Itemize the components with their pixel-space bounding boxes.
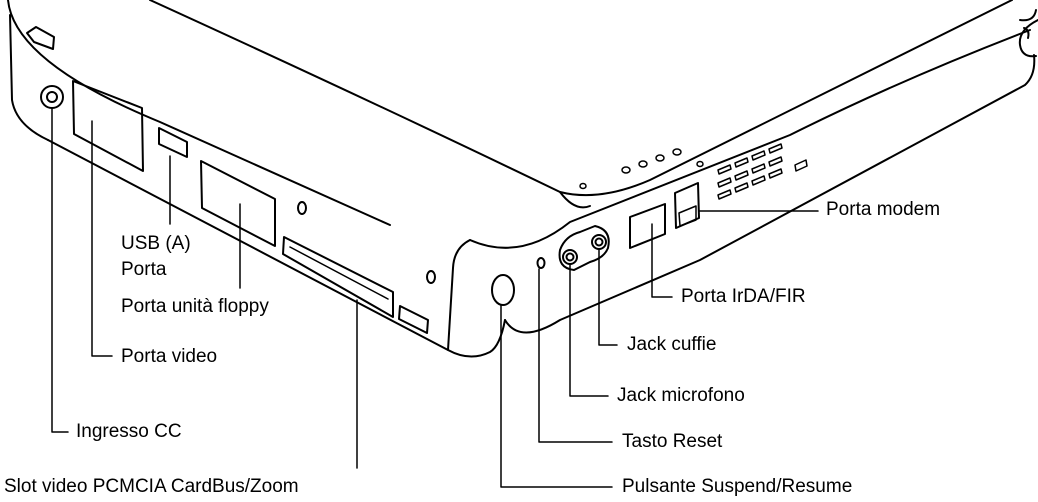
label-irda-port: Porta IrDA/FIR	[681, 286, 806, 307]
floppy-port	[200, 160, 276, 247]
label-usb-line1: USB (A)	[121, 233, 191, 254]
label-video-port: Porta video	[121, 346, 218, 367]
label-usb-line2: Porta	[121, 259, 167, 280]
headphone-jack	[591, 234, 607, 250]
headphone-jack-inner	[594, 237, 604, 247]
callout-lines	[51, 107, 819, 488]
vent-grille	[717, 143, 808, 200]
suspend-button	[491, 274, 515, 306]
mic-jack-inner	[565, 252, 575, 262]
pcmcia-slot	[282, 236, 394, 318]
label-pcmcia-slot: Slot video PCMCIA CardBus/Zoom	[4, 476, 299, 497]
reset-hole	[536, 257, 546, 269]
screw-hole-2	[426, 270, 436, 284]
label-suspend-button: Pulsante Suspend/Resume	[622, 476, 853, 497]
modem-port	[674, 182, 700, 229]
dc-in-jack-pin	[46, 91, 58, 103]
screw-hole-1	[297, 201, 307, 215]
security-slot	[26, 26, 55, 50]
audio-jack-housing	[558, 225, 610, 271]
irda-window	[629, 203, 666, 249]
dc-in-jack	[40, 85, 64, 109]
usb-port	[158, 127, 188, 158]
status-leds	[579, 148, 704, 190]
label-modem-port: Porta modem	[826, 199, 941, 220]
label-mic-jack: Jack microfono	[617, 385, 745, 406]
side-vent	[398, 305, 429, 334]
label-reset-button: Tasto Reset	[622, 431, 723, 452]
mic-jack	[562, 249, 578, 265]
video-port	[72, 80, 144, 172]
label-dc-in: Ingresso CC	[76, 421, 182, 442]
label-headphone-jack: Jack cuffie	[627, 334, 717, 355]
label-floppy-port: Porta unità floppy	[121, 296, 269, 317]
